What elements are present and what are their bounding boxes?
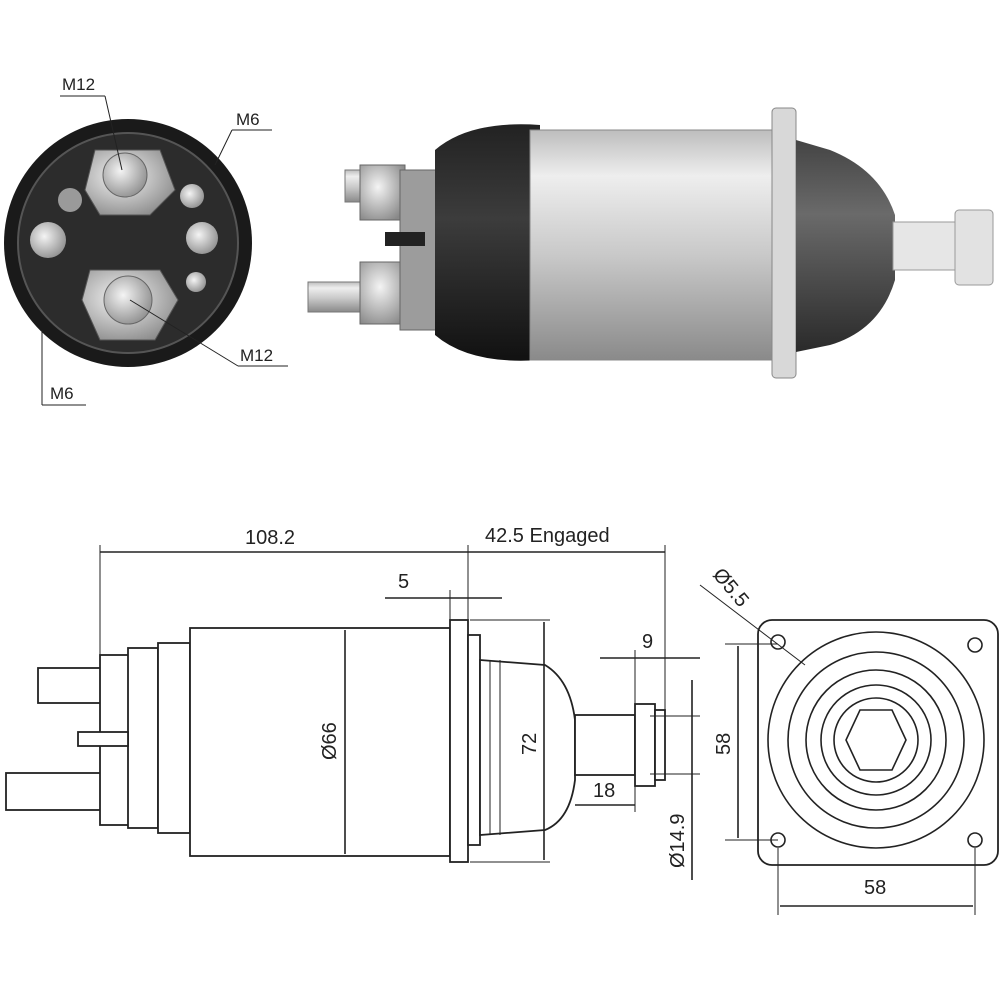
dim-body-diameter: Ø66: [319, 722, 341, 760]
dim-plunger-diameter: Ø14.9: [667, 814, 689, 868]
dim-overall-length: 108.2: [245, 527, 295, 549]
label-m12-bottom: M12: [240, 346, 273, 365]
dim-flange-thickness: 5: [398, 571, 409, 593]
dim-hole-diameter: Ø5.5: [708, 564, 753, 611]
dim-hole-spacing-horizontal: 58: [864, 877, 886, 899]
label-m12-top: M12: [62, 75, 95, 94]
dim-hole-spacing-vertical: 58: [713, 733, 735, 755]
label-m6-bottom: M6: [50, 384, 74, 403]
dim-plunger-length: 18: [593, 780, 615, 802]
flange-drawing: [757, 619, 999, 866]
end-view-photo: [4, 119, 252, 367]
side-view-photo: [307, 107, 994, 379]
label-m6-top: M6: [236, 110, 260, 129]
dim-plunger-head: 9: [642, 631, 653, 653]
end-view-callouts: M12 M6 M12 M6: [41, 75, 288, 406]
side-dimensions: 108.2 42.5 Engaged 5 Ø66 72 9 18 Ø14.9: [99, 525, 700, 880]
dim-flange-height: 72: [519, 733, 541, 755]
dim-engaged-travel: 42.5 Engaged: [485, 525, 610, 547]
side-drawing: [5, 619, 666, 863]
